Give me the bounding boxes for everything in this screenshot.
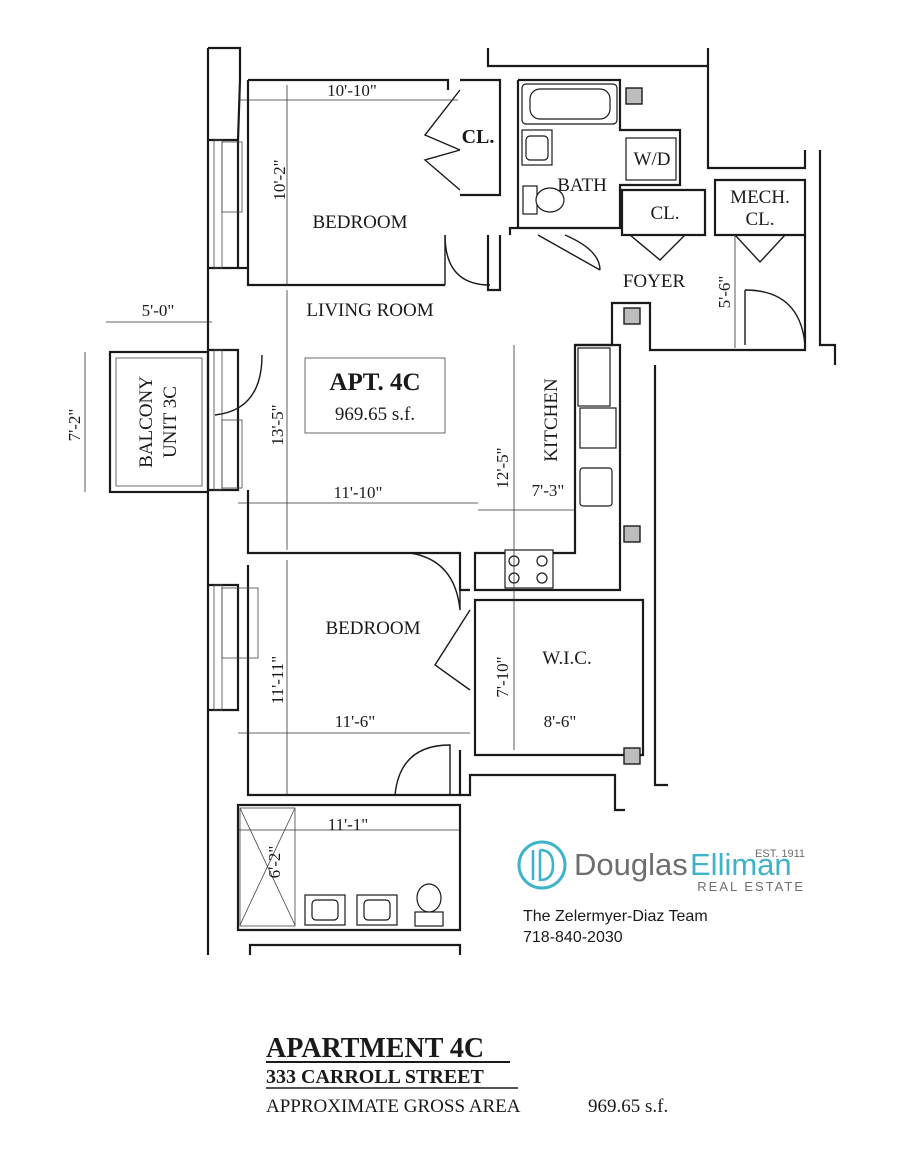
apartment-label: APT. 4C xyxy=(329,369,420,396)
footer-title: APARTMENT 4C xyxy=(266,1033,484,1064)
room-label-wic: W.I.C. xyxy=(542,648,591,669)
dim-kitchen-width: 7'-3" xyxy=(532,481,565,500)
footer-address: 333 CARROLL STREET xyxy=(266,1066,484,1088)
columns xyxy=(623,87,643,765)
room-label-bedroom-bottom: BEDROOM xyxy=(325,618,420,639)
dim-bedroom-bottom-depth: 11'-11" xyxy=(268,656,287,704)
brand-name-douglas: Douglas xyxy=(574,847,688,882)
dim-terrace-width: 11'-1" xyxy=(328,815,369,834)
room-label-mech-2: CL. xyxy=(745,209,774,230)
brand-team: The Zelermyer-Diaz Team xyxy=(523,908,708,925)
dim-foyer-depth: 5'-6" xyxy=(715,276,734,309)
room-label-bath: BATH xyxy=(557,175,607,196)
fixtures xyxy=(239,83,677,927)
windows xyxy=(213,139,259,711)
brand-name-elliman: Elliman xyxy=(690,847,792,882)
dim-bedroom-top-width: 10'-10" xyxy=(327,81,377,100)
room-label-closet-top: CL. xyxy=(462,126,495,148)
dim-bedroom-bottom-width: 11'-6" xyxy=(335,712,376,731)
dim-kitchen-depth: 12'-5" xyxy=(493,447,512,488)
dimension-labels: 10'-10" 10'-2" 5'-0" 7'-2" 13'-5" 11'-10… xyxy=(65,81,734,878)
room-label-mech-1: MECH. xyxy=(730,187,790,208)
exterior-walls xyxy=(108,46,837,955)
footer-area-label: APPROXIMATE GROSS AREA xyxy=(266,1096,521,1117)
room-label-washer-dryer: W/D xyxy=(634,149,671,170)
room-labels: BEDROOM CL. BATH W/D CL. MECH. CL. FOYER… xyxy=(136,126,790,669)
footer: APARTMENT 4C 333 CARROLL STREET APPROXIM… xyxy=(266,1033,668,1117)
room-label-living-room: LIVING ROOM xyxy=(306,300,433,321)
room-label-closet-foyer: CL. xyxy=(650,203,679,224)
brand-tagline: REAL ESTATE xyxy=(697,879,805,894)
dim-terrace-depth: 6'-2" xyxy=(265,846,284,879)
dim-balcony-width: 5'-0" xyxy=(142,301,175,320)
dim-living-width: 11'-10" xyxy=(333,483,382,502)
room-label-balcony-2: UNIT 3C xyxy=(160,386,181,458)
room-label-balcony-1: BALCONY xyxy=(136,376,157,468)
room-label-bedroom-top: BEDROOM xyxy=(312,212,407,233)
apartment-area: 969.65 s.f. xyxy=(335,404,415,425)
brand-established: EST. 1911 xyxy=(755,848,805,860)
dim-living-depth: 13'-5" xyxy=(268,404,287,445)
doors xyxy=(214,89,806,796)
dim-balcony-depth: 7'-2" xyxy=(65,409,84,442)
brand-phone: 718-840-2030 xyxy=(523,929,623,946)
dim-wic-width: 8'-6" xyxy=(544,712,577,731)
footer-area-value: 969.65 s.f. xyxy=(588,1096,668,1117)
room-label-foyer: FOYER xyxy=(623,271,686,292)
dim-wic-depth: 7'-10" xyxy=(493,656,512,697)
douglas-elliman-logo-icon xyxy=(517,840,567,890)
dimension-lines xyxy=(84,85,736,831)
dim-bedroom-top-depth: 10'-2" xyxy=(270,159,289,200)
room-label-kitchen: KITCHEN xyxy=(541,378,562,462)
brand-block: Douglas Elliman EST. 1911 REAL ESTATE Th… xyxy=(517,840,805,946)
